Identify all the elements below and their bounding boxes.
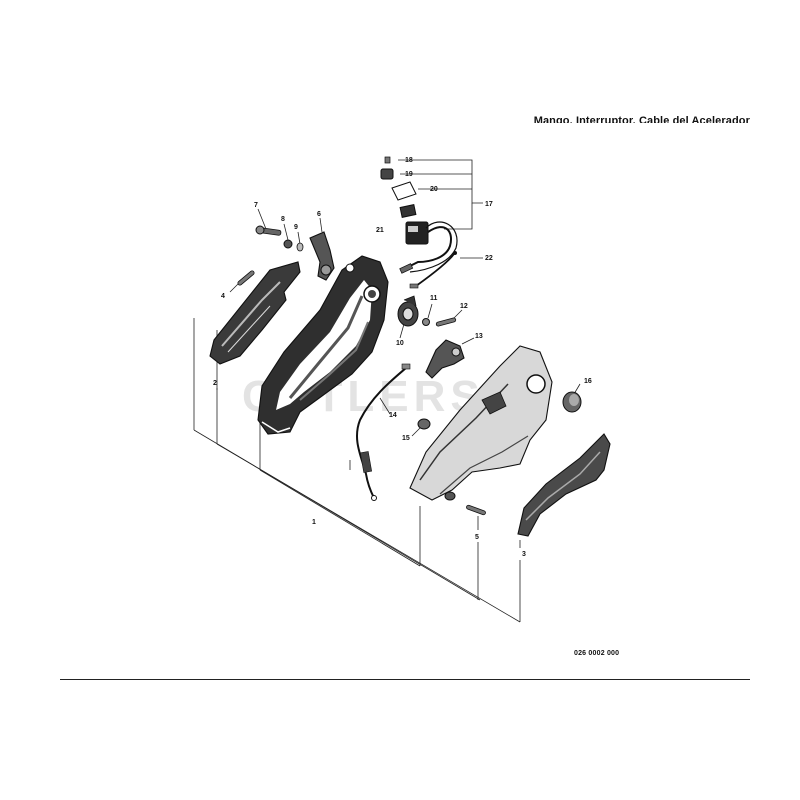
part-3-grip-cover [517, 433, 611, 537]
callout-7: 7 [254, 202, 258, 209]
part-wire [409, 251, 457, 289]
part-side-rail [209, 261, 301, 365]
callout-13: 13 [475, 333, 483, 340]
callout-17: 17 [485, 201, 493, 208]
callout-19: 19 [405, 171, 413, 178]
callout-1: 1 [312, 519, 316, 526]
callout-8: 8 [281, 216, 285, 223]
callout-labels: 1 2 3 4 5 6 7 8 9 10 11 12 13 14 15 16 1… [213, 157, 592, 558]
callout-20: 20 [430, 186, 438, 193]
callout-9: 9 [294, 224, 298, 231]
callout-15: 15 [402, 435, 410, 442]
diagram-title: Mango, Interruptor, Cable del Acelerador [533, 115, 750, 123]
callout-6: 6 [317, 211, 321, 218]
callout-12: 12 [460, 303, 468, 310]
part-throttle-cable [356, 363, 411, 501]
callout-2: 2 [213, 380, 217, 387]
callout-5: 5 [475, 534, 479, 541]
callout-21: 21 [376, 227, 384, 234]
part-5-screw [466, 504, 486, 516]
part-handle-housing [409, 345, 553, 501]
part-15-grommet [417, 418, 431, 430]
part-main-handle-frame [257, 255, 389, 435]
drawing-code: 026 0002 000 [574, 650, 620, 657]
callout-10: 10 [396, 340, 404, 347]
part-throttle-trigger [425, 339, 465, 379]
callout-18: 18 [405, 157, 413, 164]
callout-11: 11 [430, 295, 438, 302]
callout-16: 16 [584, 378, 592, 385]
part-trigger-lever [309, 231, 335, 281]
part-switch-assembly [380, 156, 458, 274]
callout-14: 14 [389, 412, 397, 419]
callout-22: 22 [485, 255, 493, 262]
leader-lines [193, 159, 581, 623]
part-16-cap [562, 391, 582, 413]
callout-4: 4 [221, 293, 225, 300]
callout-3: 3 [522, 551, 526, 558]
footer-divider [60, 679, 750, 680]
part-throttle-parts [397, 295, 457, 327]
part-hardware-left [237, 225, 304, 286]
